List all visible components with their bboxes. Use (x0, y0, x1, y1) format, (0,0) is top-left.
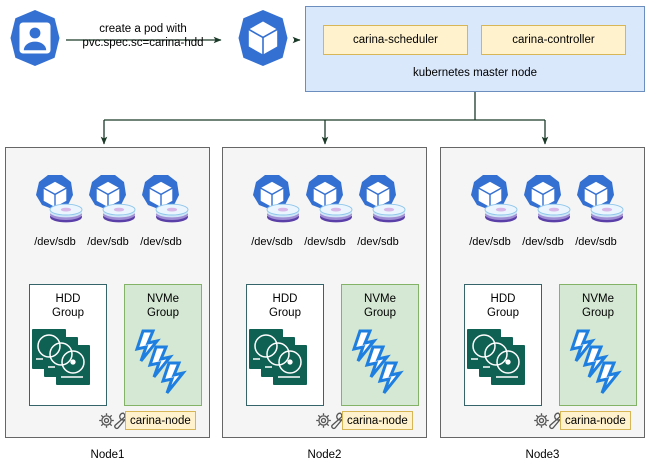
group-title-line2: Group (364, 307, 396, 319)
hdd-group-box[interactable]: HDD Group (246, 284, 324, 406)
disk-stack-icon (30, 327, 106, 403)
pod-disk-icon (79, 173, 137, 228)
device-path-label: /dev/sdb (24, 236, 86, 248)
hdd-group-box[interactable]: HDD Group (464, 284, 542, 406)
kubernetes-user-icon (4, 7, 66, 69)
disk-stack-icon (465, 327, 541, 403)
edge-label-line1: create a pod with (99, 23, 187, 35)
gear-wrench-icon (532, 411, 566, 431)
device-path-label: /dev/sdb (77, 236, 139, 248)
carina-node-agent[interactable]: carina-node (532, 411, 631, 430)
lightning-bolts-icon (560, 327, 636, 403)
group-title-line2: Group (147, 307, 179, 319)
carina-node-label: carina-node (342, 411, 413, 430)
group-title-line2: Group (52, 307, 84, 319)
pod-disk-icon (26, 173, 84, 228)
pod-disk-icon (461, 173, 519, 228)
group-title-line1: NVMe (147, 293, 179, 305)
node-caption: Node2 (307, 449, 342, 461)
device-path-label: /dev/sdb (130, 236, 192, 248)
node-caption: Node3 (525, 449, 560, 461)
group-title-line1: NVMe (582, 293, 614, 305)
device-path-label: /dev/sdb (347, 236, 409, 248)
group-title: HDD Group (30, 292, 106, 320)
disk-stack-icon (247, 327, 323, 403)
node-caption: Node1 (90, 449, 125, 461)
edge-label-line2: pvc.spec.sc=carina-hdd (82, 37, 204, 49)
gear-wrench-icon (97, 411, 131, 431)
lightning-bolts-icon (342, 327, 418, 403)
carina-node-agent[interactable]: carina-node (97, 411, 196, 430)
group-title-line1: NVMe (364, 293, 396, 305)
carina-node-agent[interactable]: carina-node (314, 411, 413, 430)
kubernetes-pod-icon (232, 7, 294, 69)
device-path-label: /dev/sdb (241, 236, 303, 248)
group-title: HDD Group (247, 292, 323, 320)
pod-disk-icon (349, 173, 407, 228)
group-title-line1: HDD (490, 293, 516, 305)
pod-disk-icon (243, 173, 301, 228)
pod-disk-icon (132, 173, 190, 228)
edge-label: create a pod with pvc.spec.sc=carina-hdd (62, 22, 224, 50)
pod-disk-icon (567, 173, 625, 228)
kubernetes-master-panel: carina-scheduler carina-controller kuber… (305, 6, 645, 92)
pod-disk-icon (296, 173, 354, 228)
device-path-label: /dev/sdb (459, 236, 521, 248)
lightning-bolts-icon (125, 327, 201, 403)
carina-controller-box[interactable]: carina-controller (481, 25, 626, 55)
group-title-line2: Group (582, 307, 614, 319)
device-path-label: /dev/sdb (565, 236, 627, 248)
carina-node-label: carina-node (560, 411, 631, 430)
pod-disk-icon (514, 173, 572, 228)
device-path-label: /dev/sdb (512, 236, 574, 248)
group-title-line2: Group (487, 307, 519, 319)
carina-scheduler-box[interactable]: carina-scheduler (323, 25, 468, 55)
group-title-line1: HDD (55, 293, 81, 305)
hdd-group-box[interactable]: HDD Group (29, 284, 107, 406)
gear-wrench-icon (314, 411, 348, 431)
group-title-line2: Group (269, 307, 301, 319)
carina-node-label: carina-node (125, 411, 196, 430)
group-title: HDD Group (465, 292, 541, 320)
device-path-label: /dev/sdb (294, 236, 356, 248)
group-title-line1: HDD (272, 293, 298, 305)
master-node-caption: kubernetes master node (412, 67, 538, 79)
